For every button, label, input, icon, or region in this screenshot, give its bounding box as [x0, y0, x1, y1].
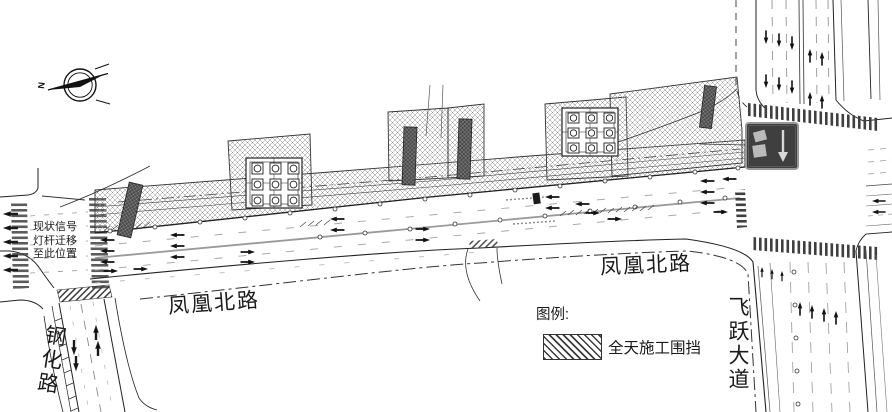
north-label: N [36, 82, 47, 90]
feiyue-north-leg [735, 0, 892, 131]
main-road [41, 84, 771, 412]
delineator-row-lower [317, 195, 728, 240]
construction-notice-sign [699, 122, 799, 170]
curb-ticks-ganghua [54, 317, 79, 412]
zebra-crossing-ganghua [56, 284, 113, 303]
down-arrow-icon [778, 130, 788, 162]
ganghua-road-leg [43, 284, 158, 412]
curb-island [469, 239, 498, 249]
lattice-tower-4 [699, 84, 717, 130]
road-label-fenghuang-west: 凤凰北路 [167, 288, 261, 319]
lattice-tower-1 [116, 181, 144, 239]
crosswalk-north [748, 103, 878, 131]
construction-fence-line [94, 166, 746, 234]
right-of-way-line [139, 250, 757, 412]
south-curb [89, 238, 767, 412]
lane-arrows-ganghua [71, 325, 101, 371]
crosswalk-south [752, 237, 878, 260]
crosswalk-intersection-west [735, 189, 747, 228]
pier-foundation-2 [561, 107, 619, 157]
construction-zone [94, 76, 746, 234]
legend-item-label: 全天施工围挡 [608, 340, 702, 357]
annotation-line-2: 灯杆迁移 [33, 234, 77, 247]
annotation-line-1: 现状信号 [33, 221, 77, 233]
vehicle-symbol [532, 192, 541, 205]
feiyue-south-leg [735, 147, 892, 412]
road-label-feiyue: 飞跃大道 [726, 296, 749, 392]
pier-foundation-1 [245, 157, 303, 209]
annotation-line-3: 至此位置 [33, 248, 77, 260]
lattice-tower-2 [401, 126, 418, 186]
construction-fence-hatch-swatch [543, 334, 602, 360]
lattice-tower-3 [456, 118, 473, 180]
legend-title: 图例: [536, 307, 570, 323]
delineator-row-upper [107, 165, 741, 234]
road-label-fenghuang-east: 凤凰北路 [599, 252, 693, 279]
north-compass: N [36, 63, 111, 105]
signal-pole-annotation: 现状信号 灯杆迁移 至此位置 [33, 221, 77, 262]
crosswalk-west-1 [11, 201, 29, 289]
